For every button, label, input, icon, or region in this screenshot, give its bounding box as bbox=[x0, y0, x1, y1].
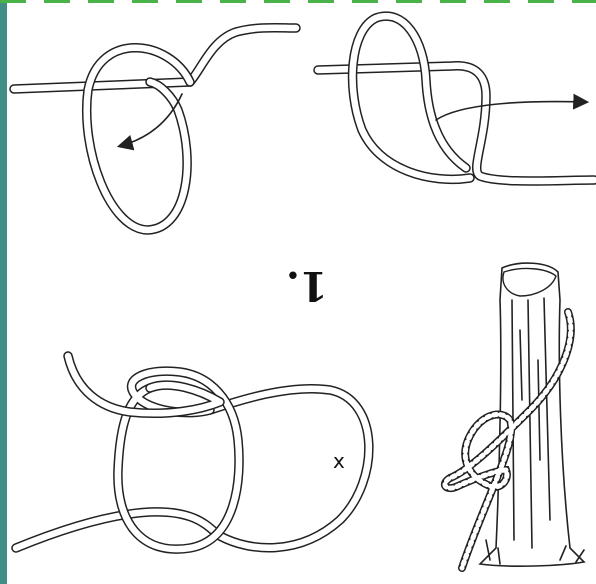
panel-top-left-loop bbox=[14, 28, 296, 230]
direction-arrow bbox=[436, 102, 586, 120]
step-number-label: 1. bbox=[286, 262, 328, 309]
panel-bottom-left-knot bbox=[16, 356, 369, 549]
panel-top-right-loop bbox=[318, 16, 594, 181]
panel-bottom-right-post bbox=[445, 263, 584, 568]
x-marker-label: x bbox=[333, 449, 345, 473]
